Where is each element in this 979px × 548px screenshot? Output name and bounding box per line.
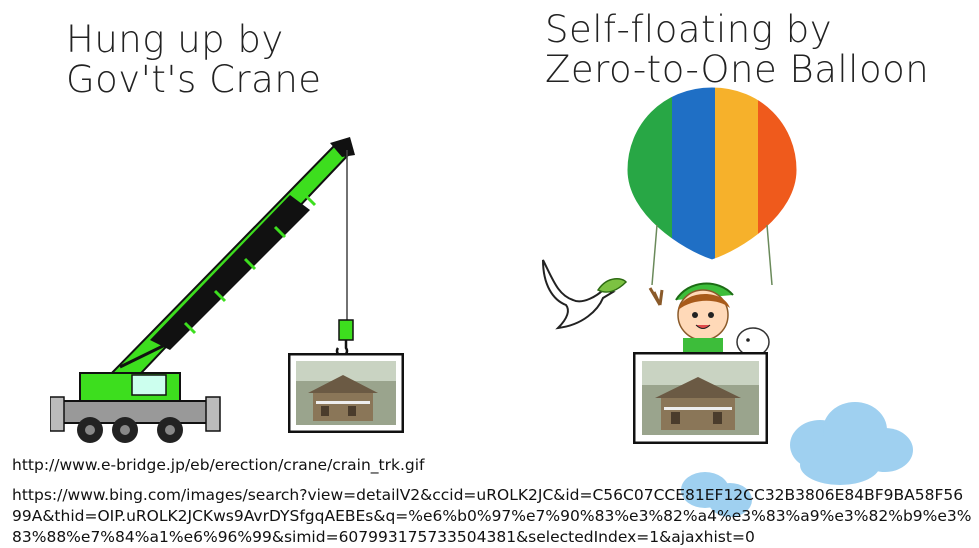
hook-block bbox=[338, 319, 354, 341]
source-url-balloon: https://www.bing.com/images/search?view=… bbox=[12, 486, 972, 546]
cloud-icon bbox=[681, 402, 913, 517]
house-photo-frame bbox=[288, 353, 404, 433]
source-url-crane: http://www.e-bridge.jp/eb/erection/crane… bbox=[12, 456, 425, 474]
basket-house-photo bbox=[633, 352, 768, 444]
crane-truck-body bbox=[50, 372, 221, 432]
right-title: Self-floating by Zero-to-One Balloon bbox=[545, 8, 930, 91]
left-title: Hung up by Gov't's Crane bbox=[66, 18, 322, 101]
dove-with-leaf-icon bbox=[542, 259, 627, 330]
hot-air-balloon-illustration bbox=[626, 86, 798, 285]
crane-truck-illustration bbox=[50, 137, 355, 443]
crane-wheels bbox=[77, 417, 183, 443]
